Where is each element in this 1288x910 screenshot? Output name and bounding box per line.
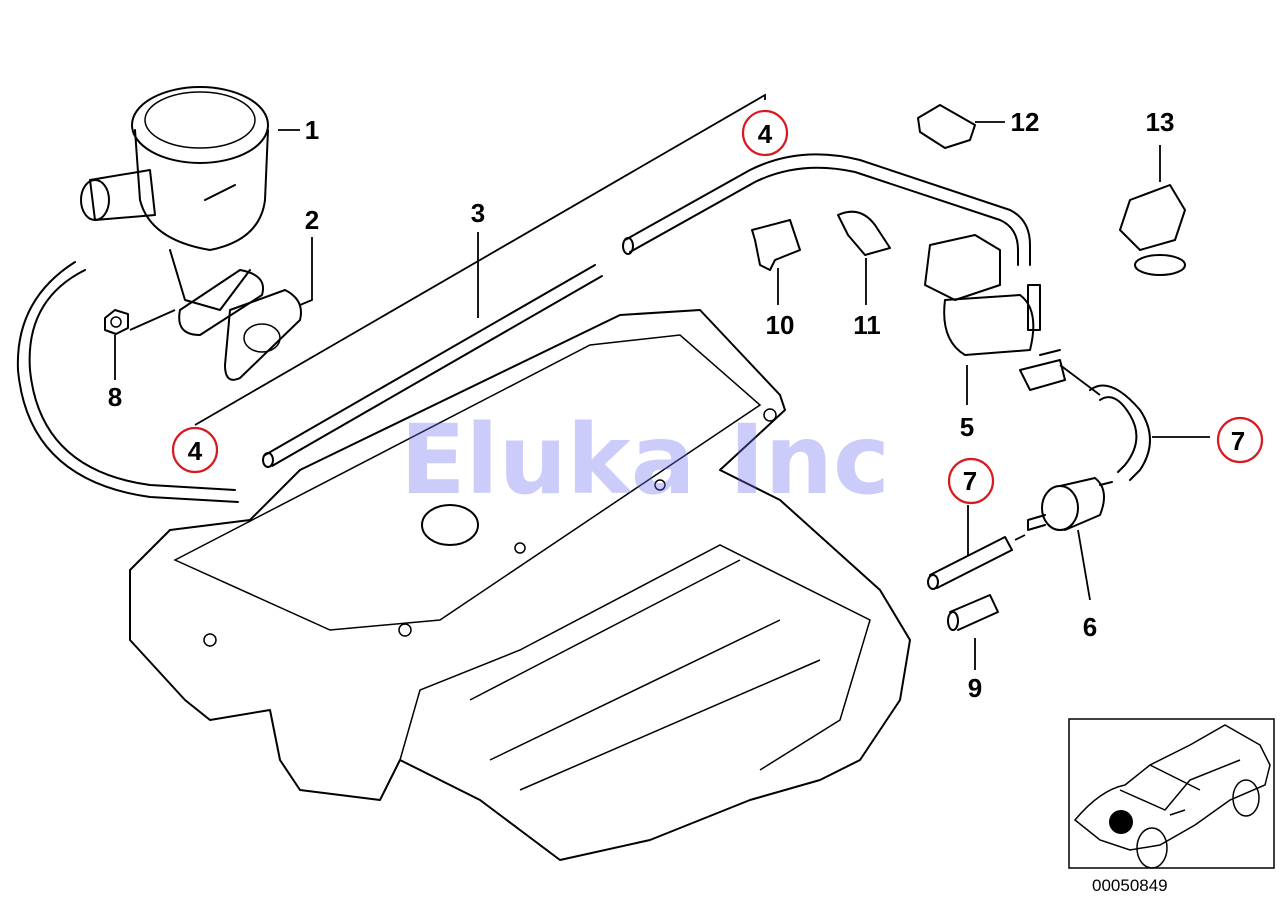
callout-8: 8 bbox=[108, 382, 122, 412]
part-7-hose[interactable] bbox=[927, 536, 1013, 590]
callout-11: 11 bbox=[853, 310, 881, 340]
hose-4-upper[interactable] bbox=[624, 153, 1031, 266]
watermark: Eluka Inc bbox=[400, 404, 890, 516]
part-6-filter[interactable] bbox=[1027, 477, 1113, 531]
callout-10: 10 bbox=[766, 310, 795, 340]
callout-13: 13 bbox=[1146, 107, 1175, 137]
callout-4-upper: 4 bbox=[758, 119, 773, 149]
vehicle-locator-inset bbox=[1068, 718, 1275, 869]
part-3-pipe[interactable] bbox=[262, 264, 603, 468]
highlight-circle bbox=[741, 109, 789, 157]
callout-7-right: 7 bbox=[1231, 426, 1245, 456]
callout-12: 12 bbox=[1011, 107, 1040, 137]
highlight-circle bbox=[1216, 416, 1264, 464]
part-5-solenoid-valve[interactable] bbox=[924, 234, 1066, 391]
part-2-gasket[interactable] bbox=[178, 269, 302, 381]
callout-3: 3 bbox=[471, 198, 485, 228]
part-13-clamp[interactable] bbox=[1119, 145, 1186, 276]
callout-4-lower: 4 bbox=[188, 436, 203, 466]
highlight-circle bbox=[171, 426, 219, 474]
callout-9: 9 bbox=[968, 673, 982, 703]
reference-number: 00050849 bbox=[1092, 876, 1168, 895]
hose-7-right[interactable] bbox=[1089, 384, 1151, 481]
part-1-valve[interactable] bbox=[80, 86, 269, 311]
highlight-circle bbox=[947, 457, 995, 505]
hose-4-left[interactable] bbox=[16, 261, 239, 503]
callout-2: 2 bbox=[305, 205, 319, 235]
callout-7-center: 7 bbox=[963, 466, 977, 496]
part-9-sleeve[interactable] bbox=[947, 594, 999, 631]
callout-6: 6 bbox=[1083, 612, 1097, 642]
callout-5: 5 bbox=[960, 412, 974, 442]
engine-cylinder-head-and-intake bbox=[129, 309, 911, 861]
callout-1: 1 bbox=[305, 115, 319, 145]
location-marker bbox=[1109, 810, 1133, 834]
part-12-clamp[interactable] bbox=[917, 104, 1005, 149]
part-8-nut[interactable] bbox=[104, 309, 129, 335]
part-10-clip[interactable] bbox=[751, 219, 801, 305]
part-11-clip[interactable] bbox=[837, 210, 891, 305]
